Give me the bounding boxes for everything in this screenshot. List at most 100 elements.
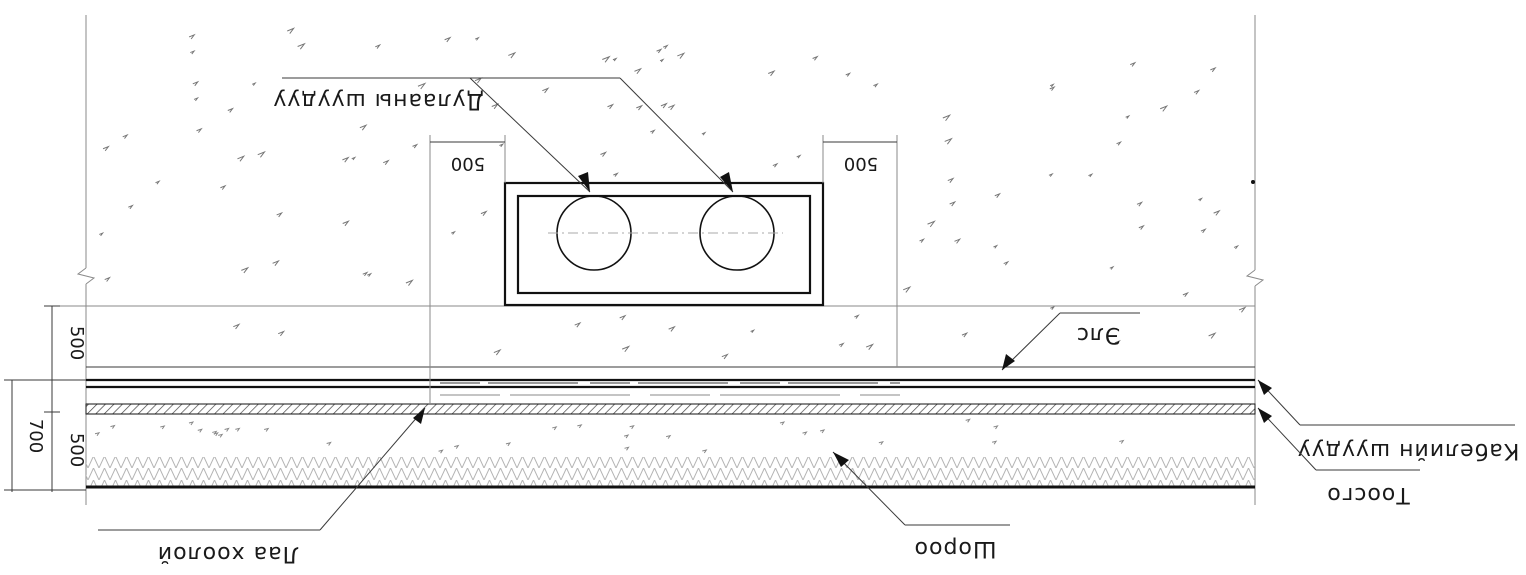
gap-dimensions	[429, 135, 898, 405]
trench-outline	[76, 15, 1265, 505]
aggregate-mark	[961, 332, 969, 338]
aggregate-mark	[505, 442, 512, 447]
aggregate-mark	[1233, 244, 1240, 250]
aggregate-mark	[99, 231, 105, 237]
aggregate-mark	[351, 156, 357, 161]
aggregate-mark	[919, 238, 926, 243]
aggregate-mark	[197, 428, 203, 433]
aggregate-mark	[405, 279, 414, 286]
aggregate-mark	[1182, 291, 1190, 298]
leader-dual-trench	[282, 77, 734, 193]
aggregate-mark	[224, 427, 230, 432]
aggregate-mark	[1210, 66, 1217, 73]
aggregate-mark	[634, 67, 643, 75]
aggregate-mark	[619, 314, 627, 321]
aggregate-mark	[233, 323, 241, 330]
aggregate-mark	[218, 433, 224, 438]
aggregate-mark	[251, 81, 257, 86]
aggregate-mark	[602, 55, 611, 63]
aggregate-mark	[287, 27, 296, 34]
aggregate-mark	[257, 150, 266, 158]
aggregate-mark	[621, 345, 631, 353]
aggregate-mark	[796, 154, 802, 159]
aggregate-mark	[227, 107, 235, 113]
aggregate-mark	[1003, 260, 1010, 266]
leader-sand	[1001, 312, 1140, 371]
aggregate-mark	[342, 220, 350, 227]
aggregate-mark	[362, 271, 369, 277]
aggregate-mark	[878, 440, 884, 446]
edge-mark	[1251, 180, 1255, 184]
aggregate-mark	[1138, 224, 1145, 230]
aggregate-mark	[659, 58, 665, 63]
aggregate-mark	[235, 427, 241, 432]
label-concrete-tray: Лаа хоолой	[157, 541, 299, 566]
aggregate-mark	[104, 276, 111, 282]
aggregate-mark	[375, 43, 382, 49]
aggregate-mark	[624, 446, 630, 451]
aggregate-mark	[297, 42, 306, 50]
aggregate-mark	[192, 80, 200, 87]
aggregate-mark	[903, 286, 912, 293]
aggregate-mark	[383, 159, 390, 165]
aggregate-mark	[1049, 83, 1055, 88]
soil-layer	[86, 457, 1255, 487]
aggregate-mark	[600, 151, 608, 157]
dim-gap-left: 500	[451, 153, 485, 174]
aggregate-mark	[1114, 339, 1121, 345]
aggregate-mark	[1048, 172, 1054, 177]
aggregate-mark	[574, 321, 582, 328]
aggregate-mark	[454, 444, 460, 449]
aggregate-mark	[359, 124, 368, 131]
aggregate-mark	[451, 230, 456, 235]
aggregate-mark	[677, 52, 686, 59]
aggregate-mark	[94, 431, 101, 437]
aggregate-mark	[1136, 201, 1144, 207]
aggregate-mark	[160, 425, 166, 430]
aggregate-mark	[276, 211, 284, 218]
aggregate-mark	[662, 44, 669, 50]
aggregate-mark	[1119, 439, 1125, 444]
aggregate-mark	[508, 51, 517, 59]
aggregate-mark	[819, 429, 826, 434]
aggregate-mark	[102, 145, 110, 152]
aggregate-mark	[854, 314, 860, 319]
aggregate-mark	[417, 82, 427, 90]
leader-shield	[1257, 407, 1420, 471]
concrete-fill-texture	[94, 27, 1247, 454]
aggregate-mark	[629, 424, 635, 430]
aggregate-mark	[474, 77, 483, 84]
aggregate-mark	[493, 348, 502, 356]
aggregate-mark	[873, 82, 879, 88]
aggregate-mark	[1200, 228, 1207, 234]
dim-total: 700	[25, 419, 46, 453]
aggregate-mark	[577, 424, 583, 429]
brick-layer	[85, 403, 1256, 415]
aggregate-mark	[927, 220, 936, 228]
aggregate-mark	[188, 421, 195, 426]
aggregate-mark	[623, 434, 630, 439]
label-shield: Тоосго	[1326, 482, 1410, 507]
label-cable-trench: Кабелийн шуудуу	[1297, 438, 1520, 463]
aggregate-mark	[656, 48, 663, 54]
aggregate-mark	[1208, 332, 1217, 339]
aggregate-mark	[802, 431, 808, 436]
aggregate-mark	[668, 325, 676, 332]
aggregate-mark	[128, 204, 134, 210]
aggregate-mark	[947, 177, 955, 183]
aggregate-mark	[636, 104, 644, 111]
aggregate-mark	[650, 129, 656, 134]
leader-soil	[832, 451, 1010, 526]
dim-left-bottom: 500	[66, 433, 87, 467]
aggregate-mark	[342, 156, 350, 163]
aggregate-mark	[1193, 89, 1201, 95]
aggregate-mark	[552, 426, 558, 431]
aggregate-mark	[812, 55, 819, 61]
vertical-dimensions	[4, 305, 86, 492]
aggregate-mark	[845, 72, 852, 77]
aggregate-mark	[1213, 209, 1221, 216]
culvert-box	[503, 181, 825, 307]
aggregate-mark	[994, 192, 1002, 198]
aggregate-mark	[213, 432, 219, 437]
